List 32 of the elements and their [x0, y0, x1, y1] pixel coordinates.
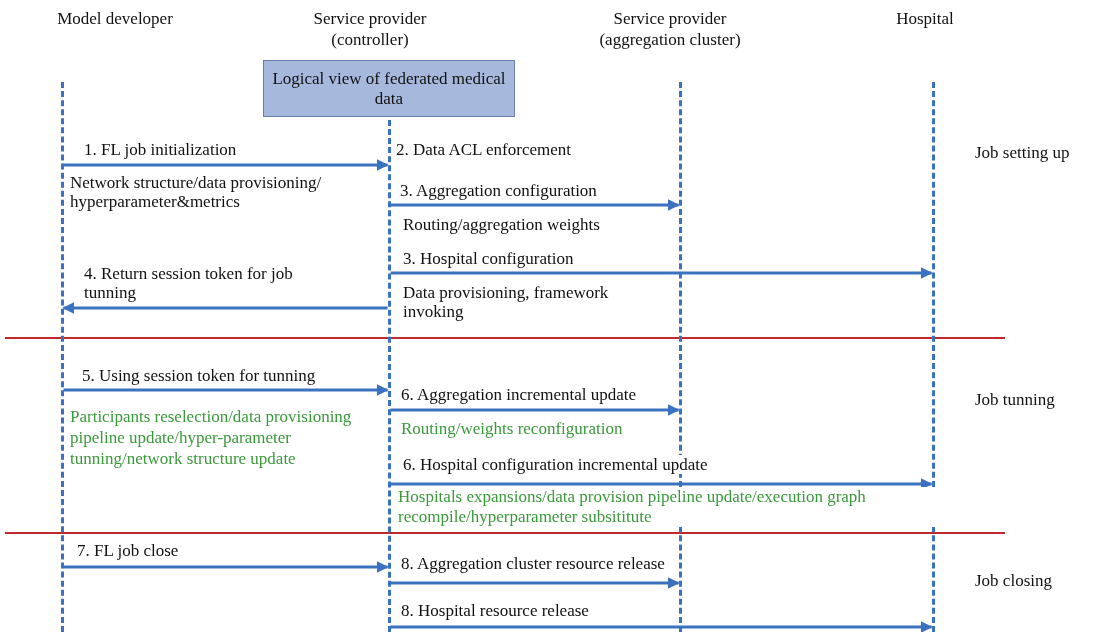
edge-label: 1. FL job initialization — [84, 140, 237, 159]
message-arrow — [390, 577, 680, 589]
phase-label: Job closing — [975, 571, 1052, 590]
edge-label: 8. Hospital resource release — [401, 601, 589, 620]
message-arrow — [390, 267, 933, 279]
lifeline-header: Model developer — [56, 8, 174, 29]
message-arrow — [390, 404, 680, 416]
edge-label: 5. Using session token for tunning — [82, 366, 316, 385]
lifeline — [60, 82, 64, 632]
message-arrow — [390, 621, 933, 632]
lifeline-header: Service provider (aggregation cluster) — [598, 8, 742, 50]
edge-label: 6. Hospital configuration incremental update — [403, 455, 708, 474]
note-text: Routing/weights reconfiguration — [401, 419, 623, 438]
edge-label: 8. Aggregation cluster resource release — [401, 554, 665, 573]
message-arrow — [390, 478, 933, 490]
message-arrow — [63, 561, 389, 573]
edge-label: 3. Hospital configuration — [403, 249, 574, 268]
phase-label: Job tunning — [975, 390, 1055, 409]
edge-label: 7. FL job close — [77, 541, 179, 560]
edge-label: 6. Aggregation incremental update — [401, 385, 637, 404]
edge-label: 3. Aggregation configuration — [400, 181, 597, 200]
message-arrow — [390, 199, 680, 211]
lifeline-header: Service provider (controller) — [312, 8, 428, 50]
message-arrow — [63, 384, 389, 396]
view-box — [263, 60, 515, 117]
note-text: Routing/aggregation weights — [403, 215, 600, 234]
message-arrow — [63, 159, 389, 171]
lifeline-header: Hospital — [895, 8, 955, 29]
phase-label: Job setting up — [975, 143, 1070, 162]
note-text: Hospitals expansions/data provision pipeline update/execution graph recompile/hyperparameter subsititute — [398, 487, 938, 527]
message-arrow — [62, 302, 388, 314]
box-text: Logical view of federated medical data — [271, 68, 507, 109]
